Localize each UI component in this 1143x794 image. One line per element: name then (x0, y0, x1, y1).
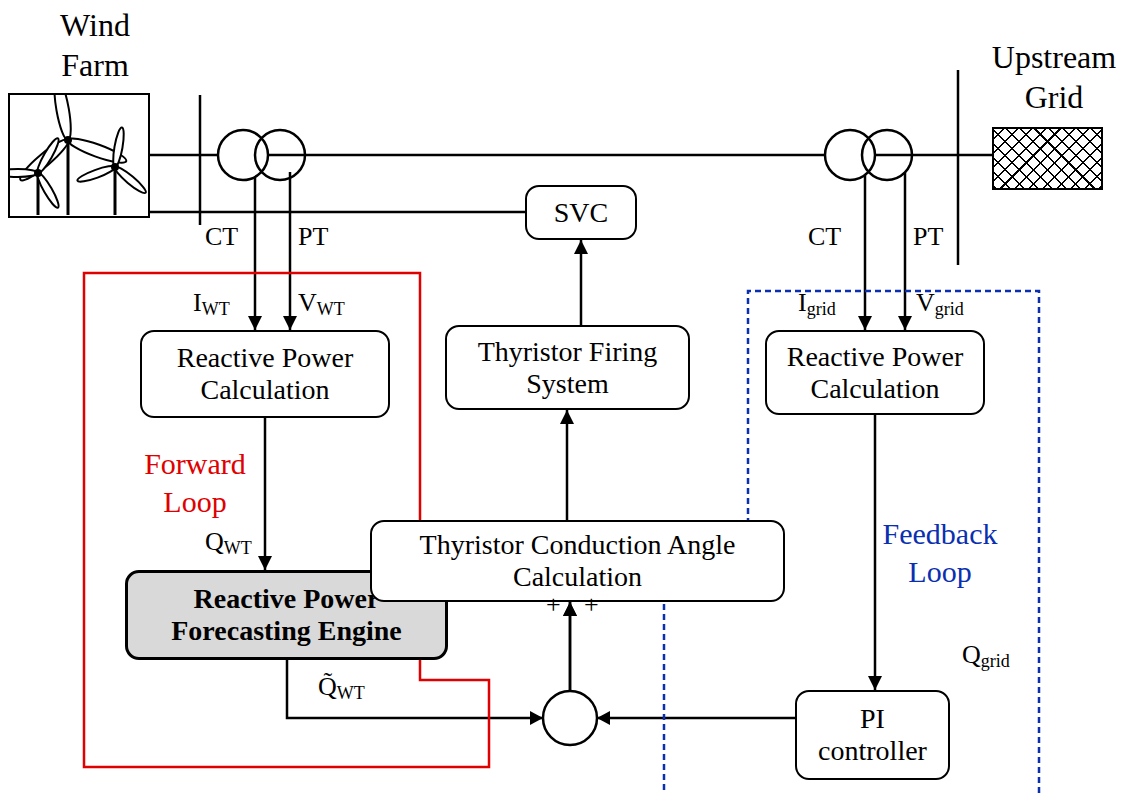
heading-label: Wind Farm (40, 5, 150, 85)
wind-farm-box: Wind Farm (8, 93, 150, 218)
signal-label: PT (913, 222, 943, 252)
process-box: PI controller (795, 690, 950, 780)
signal-label: CT (205, 222, 238, 252)
box-label: Reactive Power Calculation (777, 341, 973, 405)
arrowhead (530, 711, 543, 725)
pt-lead (289, 172, 292, 330)
turbine-hub (34, 169, 42, 177)
connector (566, 410, 569, 520)
box-label: SVC (554, 197, 608, 229)
signal-label: Igrid (798, 288, 836, 318)
turbine-tower (114, 167, 117, 215)
turbine-tower (67, 140, 70, 215)
grid-box: Upstream Grid (992, 127, 1103, 190)
connector (264, 418, 267, 570)
signal-label: QWT (205, 527, 252, 557)
turbine-blade (10, 169, 38, 177)
signal-label: IWT (193, 288, 230, 318)
process-box: Reactive Power Calculation (140, 330, 390, 418)
ct-lead (864, 172, 867, 330)
turbine-hub (64, 136, 72, 144)
process-box: Thyristor Firing System (445, 325, 690, 410)
turbine-hub (111, 163, 119, 171)
wind-turbines (10, 95, 147, 215)
box-label: Reactive Power Calculation (152, 342, 378, 406)
region-label: Forward Loop (110, 445, 280, 521)
arrowhead (597, 711, 610, 725)
heading-label: Upstream Grid (970, 37, 1138, 117)
sign-label: + (584, 590, 599, 620)
ct-lead (254, 172, 257, 330)
signal-label: Vgrid (916, 288, 964, 318)
summing-junction (543, 691, 597, 745)
connector (150, 211, 525, 214)
transformer-winding (255, 130, 305, 180)
turbine-blade (111, 127, 126, 168)
transformer-winding (862, 130, 912, 180)
left-busbar (199, 95, 202, 225)
sign-label: + (546, 590, 561, 620)
signal-label: Qgrid (962, 640, 1010, 670)
box-label: PI controller (807, 703, 938, 767)
connector (874, 415, 877, 690)
region-label: Feedback Loop (860, 515, 1020, 591)
box-label: Thyristor Firing System (457, 336, 678, 400)
connector (580, 240, 583, 325)
box-label: Thyristor Conduction Angle Calculation (382, 529, 773, 593)
signal-label: PT (298, 222, 328, 252)
signal-label: Q̃WT (318, 672, 365, 702)
grid-hatch (994, 129, 1101, 188)
process-box: Reactive Power Calculation (765, 330, 985, 415)
signal-label: CT (808, 222, 841, 252)
turbine-blade (51, 95, 74, 141)
process-box: Thyristor Conduction Angle Calculation (370, 520, 785, 602)
turbine-blade (76, 163, 116, 184)
pt-lead (904, 172, 907, 330)
connector (570, 602, 795, 718)
signal-label: VWT (298, 288, 345, 318)
right-busbar (957, 70, 960, 265)
process-box: SVC (525, 185, 637, 240)
